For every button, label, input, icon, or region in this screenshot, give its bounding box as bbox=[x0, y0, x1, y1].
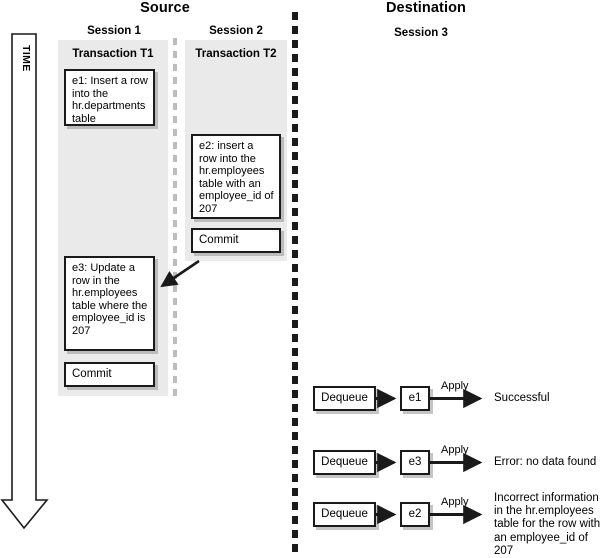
arrow-apply-row-1 bbox=[430, 388, 483, 409]
destination-event-box-e2[interactable]: e2 bbox=[400, 502, 430, 527]
session-1-commit-box[interactable]: Commit bbox=[64, 362, 155, 387]
session-divider-light bbox=[173, 38, 177, 396]
apply-label-row-1: Apply bbox=[441, 380, 469, 392]
dequeue-box-row-2[interactable]: Dequeue bbox=[313, 450, 376, 475]
arrow-dequeue-to-e3 bbox=[376, 452, 397, 473]
arrow-apply-row-3 bbox=[430, 504, 483, 525]
transaction-t2-label: Transaction T2 bbox=[195, 48, 277, 60]
event-box-e3[interactable]: e3: Update a row in the hr.employees tab… bbox=[64, 256, 155, 351]
apply-label-row-3: Apply bbox=[441, 496, 469, 508]
session-2-commit-box[interactable]: Commit bbox=[191, 228, 281, 253]
arrow-dequeue-to-e1 bbox=[376, 388, 397, 409]
arrow-dequeue-to-e2 bbox=[376, 504, 397, 525]
dependency-arrow-t2-to-e3 bbox=[160, 259, 200, 288]
session-3-label: Session 3 bbox=[394, 27, 448, 39]
dequeue-box-row-3[interactable]: Dequeue bbox=[313, 502, 376, 527]
session-2-label: Session 2 bbox=[209, 25, 263, 37]
event-box-e1[interactable]: e1: Insert a row into the hr.departments… bbox=[64, 69, 155, 126]
destination-event-box-e1[interactable]: e1 bbox=[400, 386, 430, 411]
outcome-row-2: Error: no data found bbox=[494, 456, 597, 468]
session-1-label: Session 1 bbox=[87, 25, 141, 37]
arrow-apply-row-2 bbox=[430, 452, 483, 473]
destination-heading: Destination bbox=[385, 0, 467, 16]
dequeue-box-row-1[interactable]: Dequeue bbox=[313, 386, 376, 411]
transaction-t1-label: Transaction T1 bbox=[72, 48, 154, 60]
source-heading: Source bbox=[140, 0, 190, 16]
time-arrow bbox=[0, 33, 49, 530]
outcome-row-1: Successful bbox=[494, 392, 550, 404]
apply-label-row-2: Apply bbox=[441, 444, 469, 456]
source-destination-divider bbox=[292, 12, 298, 555]
destination-event-box-e3[interactable]: e3 bbox=[400, 450, 430, 475]
time-axis-label: TIME bbox=[20, 45, 32, 72]
event-box-e2[interactable]: e2: insert a row into the hr.employees t… bbox=[191, 134, 281, 219]
outcome-row-3: Incorrect information in the hr.employee… bbox=[494, 492, 601, 557]
